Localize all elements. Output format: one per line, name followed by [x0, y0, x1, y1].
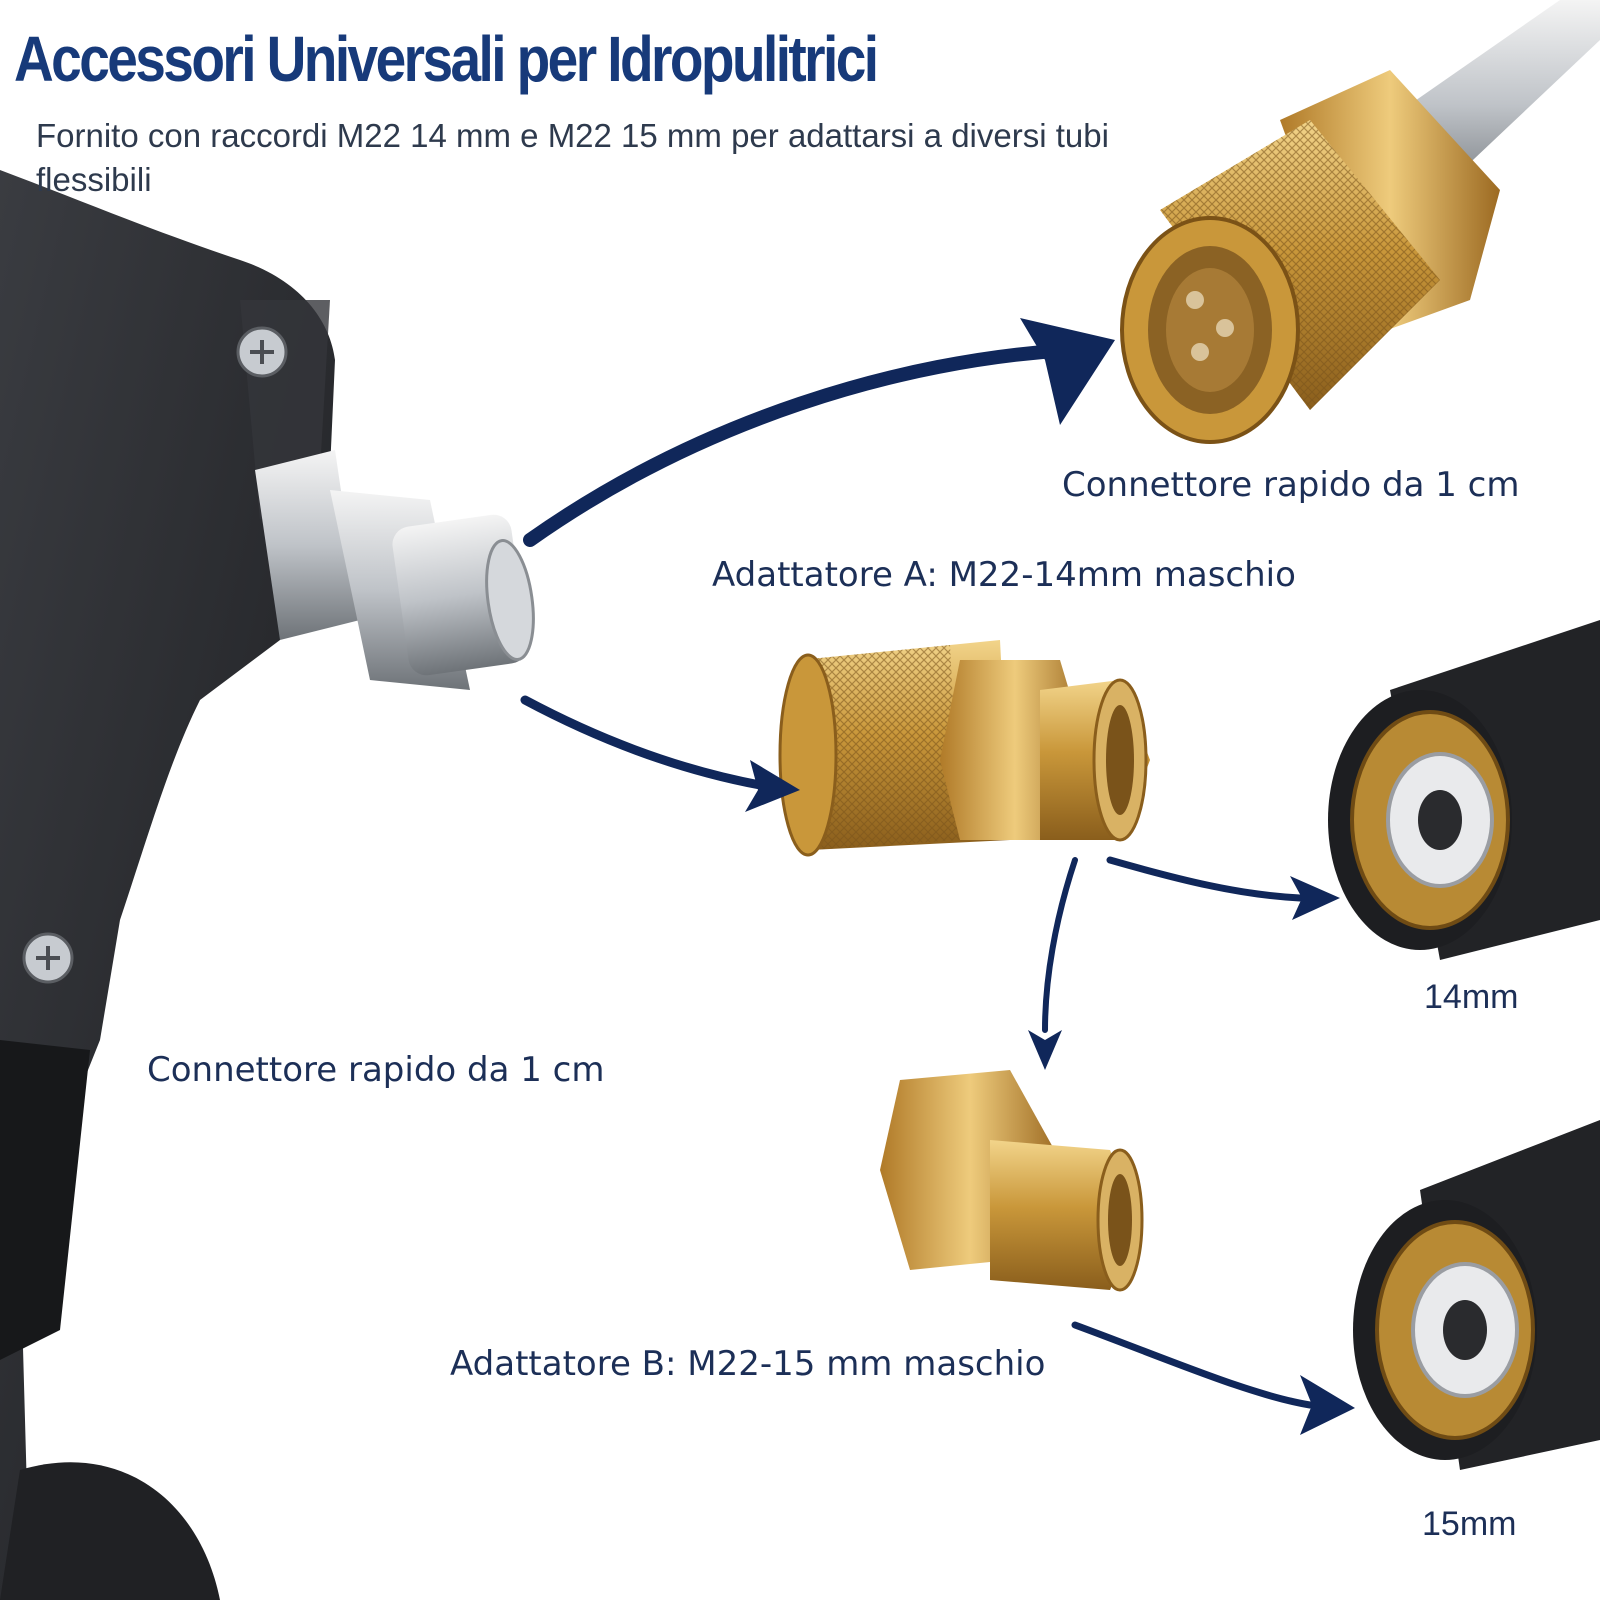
page-title: Accessori Universali per Idropulitrici [14, 23, 879, 95]
brass-quick-coupler [1120, 0, 1600, 444]
adapter-b [880, 1070, 1144, 1292]
arrow-to-coupler [523, 318, 1115, 547]
hose-nut-15mm [1353, 1120, 1600, 1470]
screw-lower [22, 932, 74, 984]
steel-quick-plug [255, 450, 535, 690]
screw-upper [236, 326, 288, 378]
page-subtitle: Fornito con raccordi M22 14 mm e M22 15 … [36, 117, 1109, 198]
label-adapter-b: Adattatore B: M22-15 mm maschio [450, 1344, 1046, 1384]
label-size-15mm: 15mm [1422, 1505, 1517, 1543]
label-top-connector: Connettore rapido da 1 cm [1062, 465, 1520, 505]
adapter-a [778, 640, 1150, 857]
arrow-to-adapter-b [1028, 857, 1078, 1070]
arrow-to-adapter-a [520, 695, 800, 812]
label-size-14mm: 14mm [1424, 978, 1519, 1016]
arrow-to-14mm [1106, 856, 1340, 920]
spray-gun [0, 170, 335, 1600]
label-adapter-a: Adattatore A: M22-14mm maschio [712, 555, 1296, 595]
arrow-to-15mm [1071, 1321, 1355, 1435]
hose-nut-14mm [1328, 620, 1600, 960]
label-gun-connector: Connettore rapido da 1 cm [147, 1050, 605, 1090]
